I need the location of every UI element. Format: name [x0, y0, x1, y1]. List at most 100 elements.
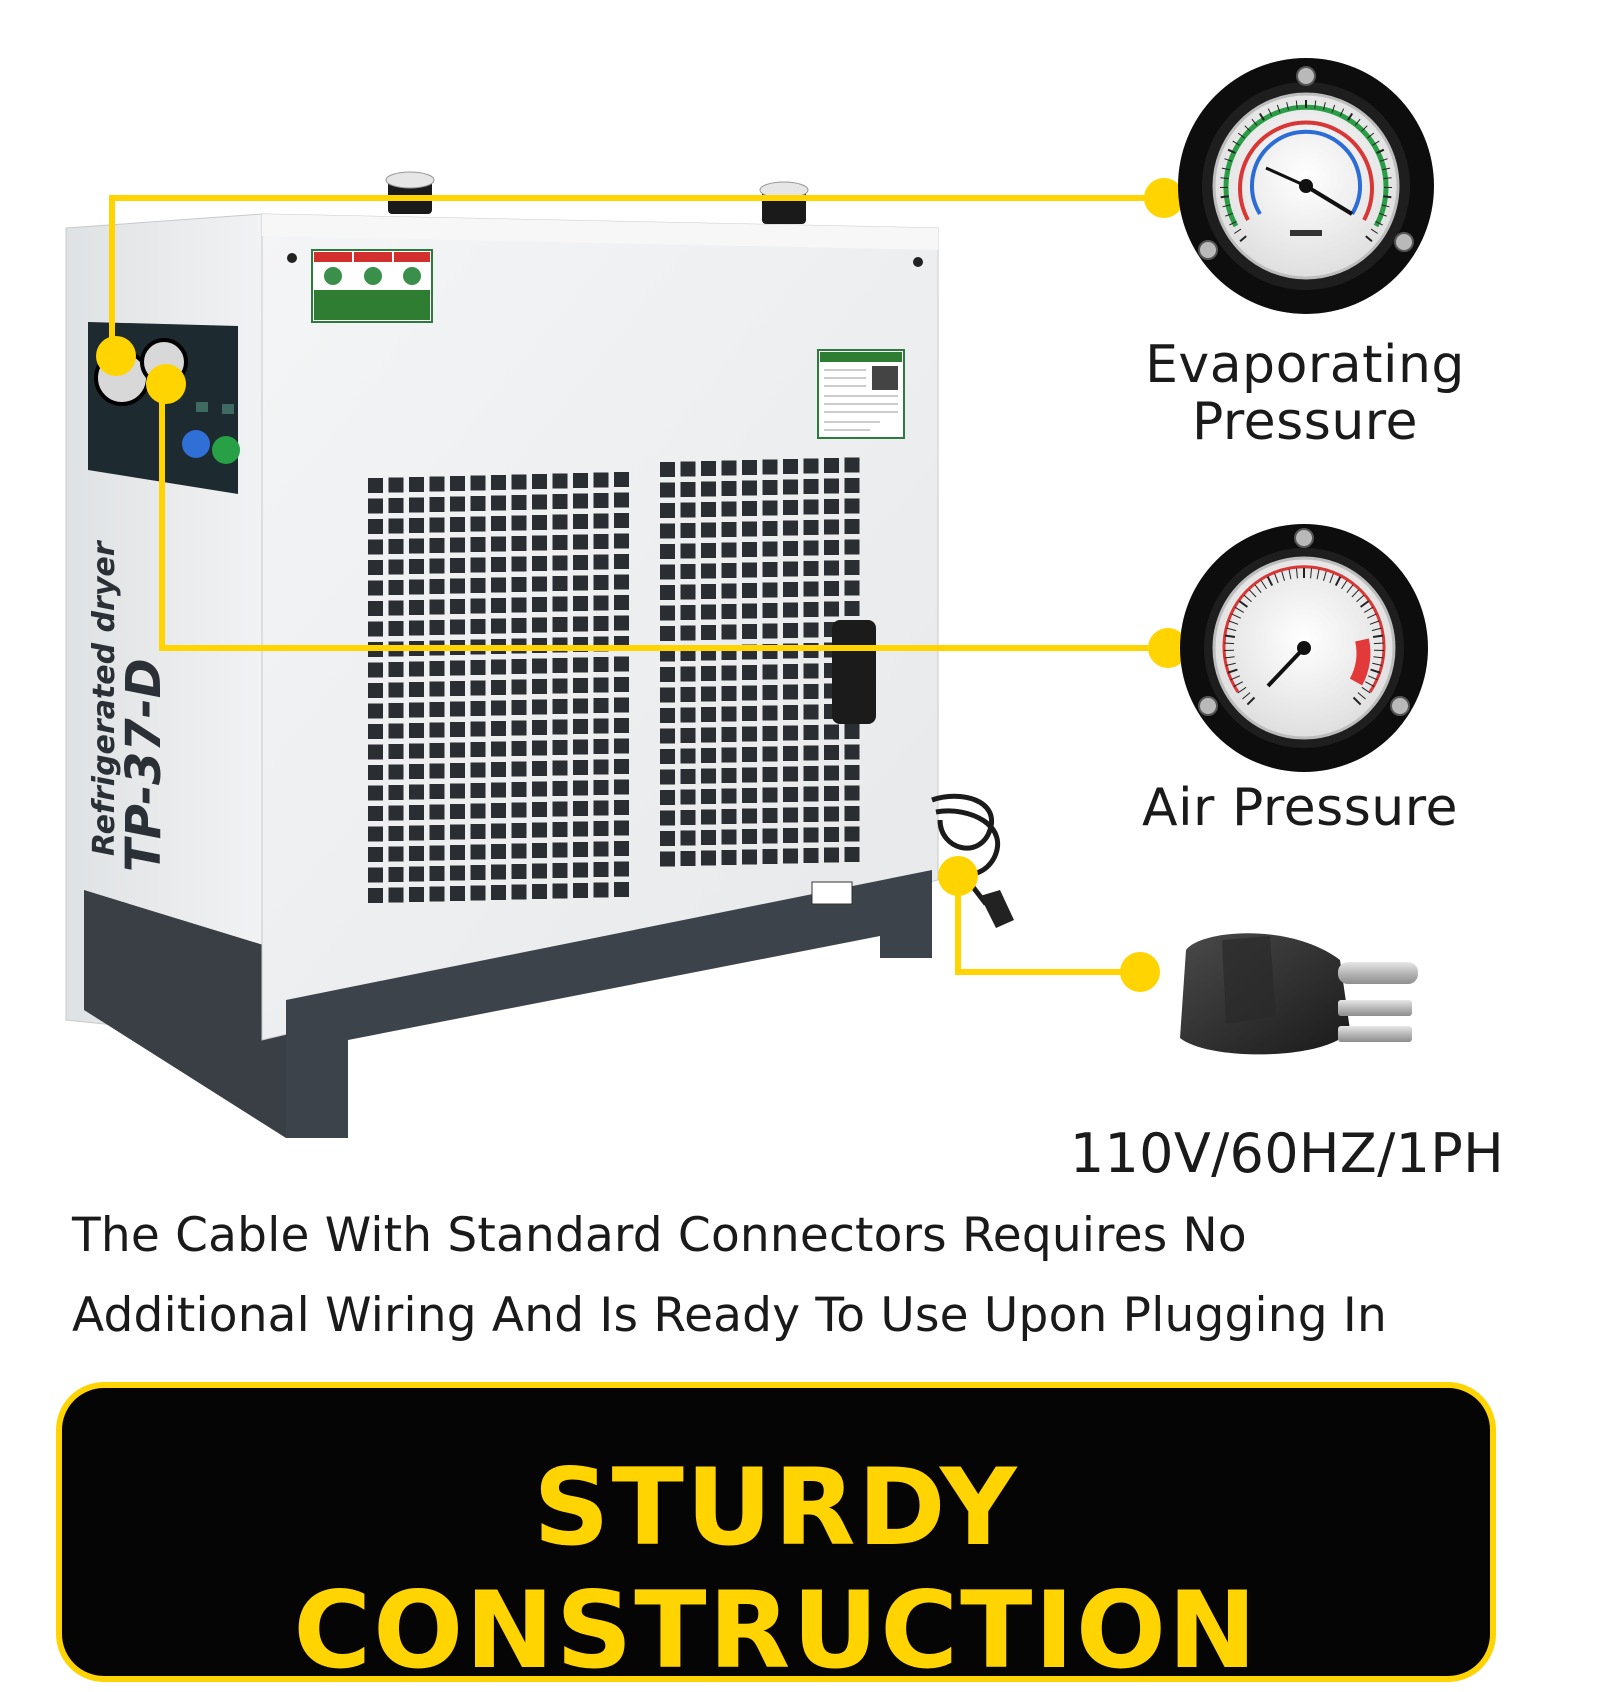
vent-slot	[532, 577, 547, 592]
vent-slot	[660, 462, 675, 477]
vent-slot	[368, 765, 383, 780]
vent-slot	[389, 519, 404, 534]
product-infographic: Refrigerated dryer TP-37-D	[0, 0, 1600, 1600]
vent-slot	[804, 520, 819, 535]
vent-slot	[430, 620, 445, 635]
vent-slot	[573, 555, 588, 570]
vent-slot	[614, 698, 629, 713]
vent-slot	[532, 515, 547, 530]
vent-slot	[845, 745, 860, 760]
vent-slot	[701, 461, 716, 476]
vent-slot	[450, 784, 465, 799]
vent-slot	[553, 617, 568, 632]
vent-slot	[594, 739, 609, 754]
vent-slot	[742, 501, 757, 516]
vent-slot	[804, 541, 819, 556]
vent-slot	[450, 620, 465, 635]
vent-slot	[573, 842, 588, 857]
vent-slot	[430, 518, 445, 533]
vent-slot	[681, 523, 696, 538]
vent-slot	[701, 707, 716, 722]
vent-slot	[783, 603, 798, 618]
vent-slot	[573, 535, 588, 550]
vent-slot	[783, 562, 798, 577]
vent-slot	[660, 688, 675, 703]
vent-slot	[681, 790, 696, 805]
vent-slot	[450, 579, 465, 594]
vent-slot	[389, 867, 404, 882]
vent-slot	[409, 723, 424, 738]
vent-slot	[471, 701, 486, 716]
vent-slot	[573, 883, 588, 898]
vent-slot	[471, 517, 486, 532]
vent-slot	[763, 747, 778, 762]
vent-slot	[660, 565, 675, 580]
vent-slot	[573, 719, 588, 734]
vent-slot	[471, 722, 486, 737]
vent-slot	[783, 746, 798, 761]
vent-slot	[614, 657, 629, 672]
vent-slot	[512, 823, 527, 838]
vent-slot	[742, 850, 757, 865]
vent-slot	[804, 602, 819, 617]
vent-slot	[512, 741, 527, 756]
vent-slot	[763, 562, 778, 577]
vent-slot	[824, 848, 839, 863]
feature-banner: STURDY CONSTRUCTION	[56, 1382, 1496, 1682]
vent-slot	[573, 514, 588, 529]
vent-slot	[763, 808, 778, 823]
gauge-tick	[1374, 643, 1384, 644]
vent-slot	[722, 604, 737, 619]
vent-slot	[491, 619, 506, 634]
vent-slot	[573, 678, 588, 693]
vent-slot	[491, 721, 506, 736]
vent-slot	[573, 863, 588, 878]
vent-slot	[783, 705, 798, 720]
vent-slot	[512, 700, 527, 715]
vent-slot	[594, 514, 609, 529]
vent-slot	[763, 501, 778, 516]
vent-slot	[450, 825, 465, 840]
vent-slot	[532, 597, 547, 612]
vent-slot	[491, 762, 506, 777]
vent-slot	[368, 622, 383, 637]
vent-slot	[763, 685, 778, 700]
vent-slot	[722, 563, 737, 578]
vent-slot	[824, 561, 839, 576]
vent-slot	[389, 744, 404, 759]
vent-slot	[722, 748, 737, 763]
vent-slot	[681, 810, 696, 825]
vent-slot	[573, 781, 588, 796]
evaporating-pressure-label: Evaporating Pressure	[1140, 337, 1470, 451]
vent-slot	[681, 831, 696, 846]
vent-slot	[845, 827, 860, 842]
vent-slot	[368, 868, 383, 883]
vent-slot	[450, 661, 465, 676]
dryer-unit: Refrigerated dryer TP-37-D	[66, 172, 1014, 1138]
vent-slot	[614, 595, 629, 610]
vent-slot	[491, 475, 506, 490]
vent-slot	[722, 768, 737, 783]
vent-slot	[804, 807, 819, 822]
vent-slot	[804, 561, 819, 576]
vent-slot	[660, 852, 675, 867]
vent-slot	[783, 726, 798, 741]
product-model-label: TP-37-D	[116, 658, 172, 872]
gauge-tick	[1221, 196, 1229, 197]
vent-slot	[701, 728, 716, 743]
vent-slot	[553, 556, 568, 571]
description-line2: Additional Wiring And Is Ready To Use Up…	[72, 1276, 1542, 1356]
vent-slot	[409, 498, 424, 513]
vent-slot	[701, 523, 716, 538]
vent-slot	[573, 822, 588, 837]
vent-slot	[491, 742, 506, 757]
vent-slot	[409, 826, 424, 841]
vent-slot	[614, 534, 629, 549]
vent-slot	[532, 843, 547, 858]
vent-slot	[409, 703, 424, 718]
vent-slot	[783, 582, 798, 597]
vent-slot	[660, 811, 675, 826]
vent-slot	[660, 708, 675, 723]
vent-slot	[553, 474, 568, 489]
vent-slot	[824, 745, 839, 760]
